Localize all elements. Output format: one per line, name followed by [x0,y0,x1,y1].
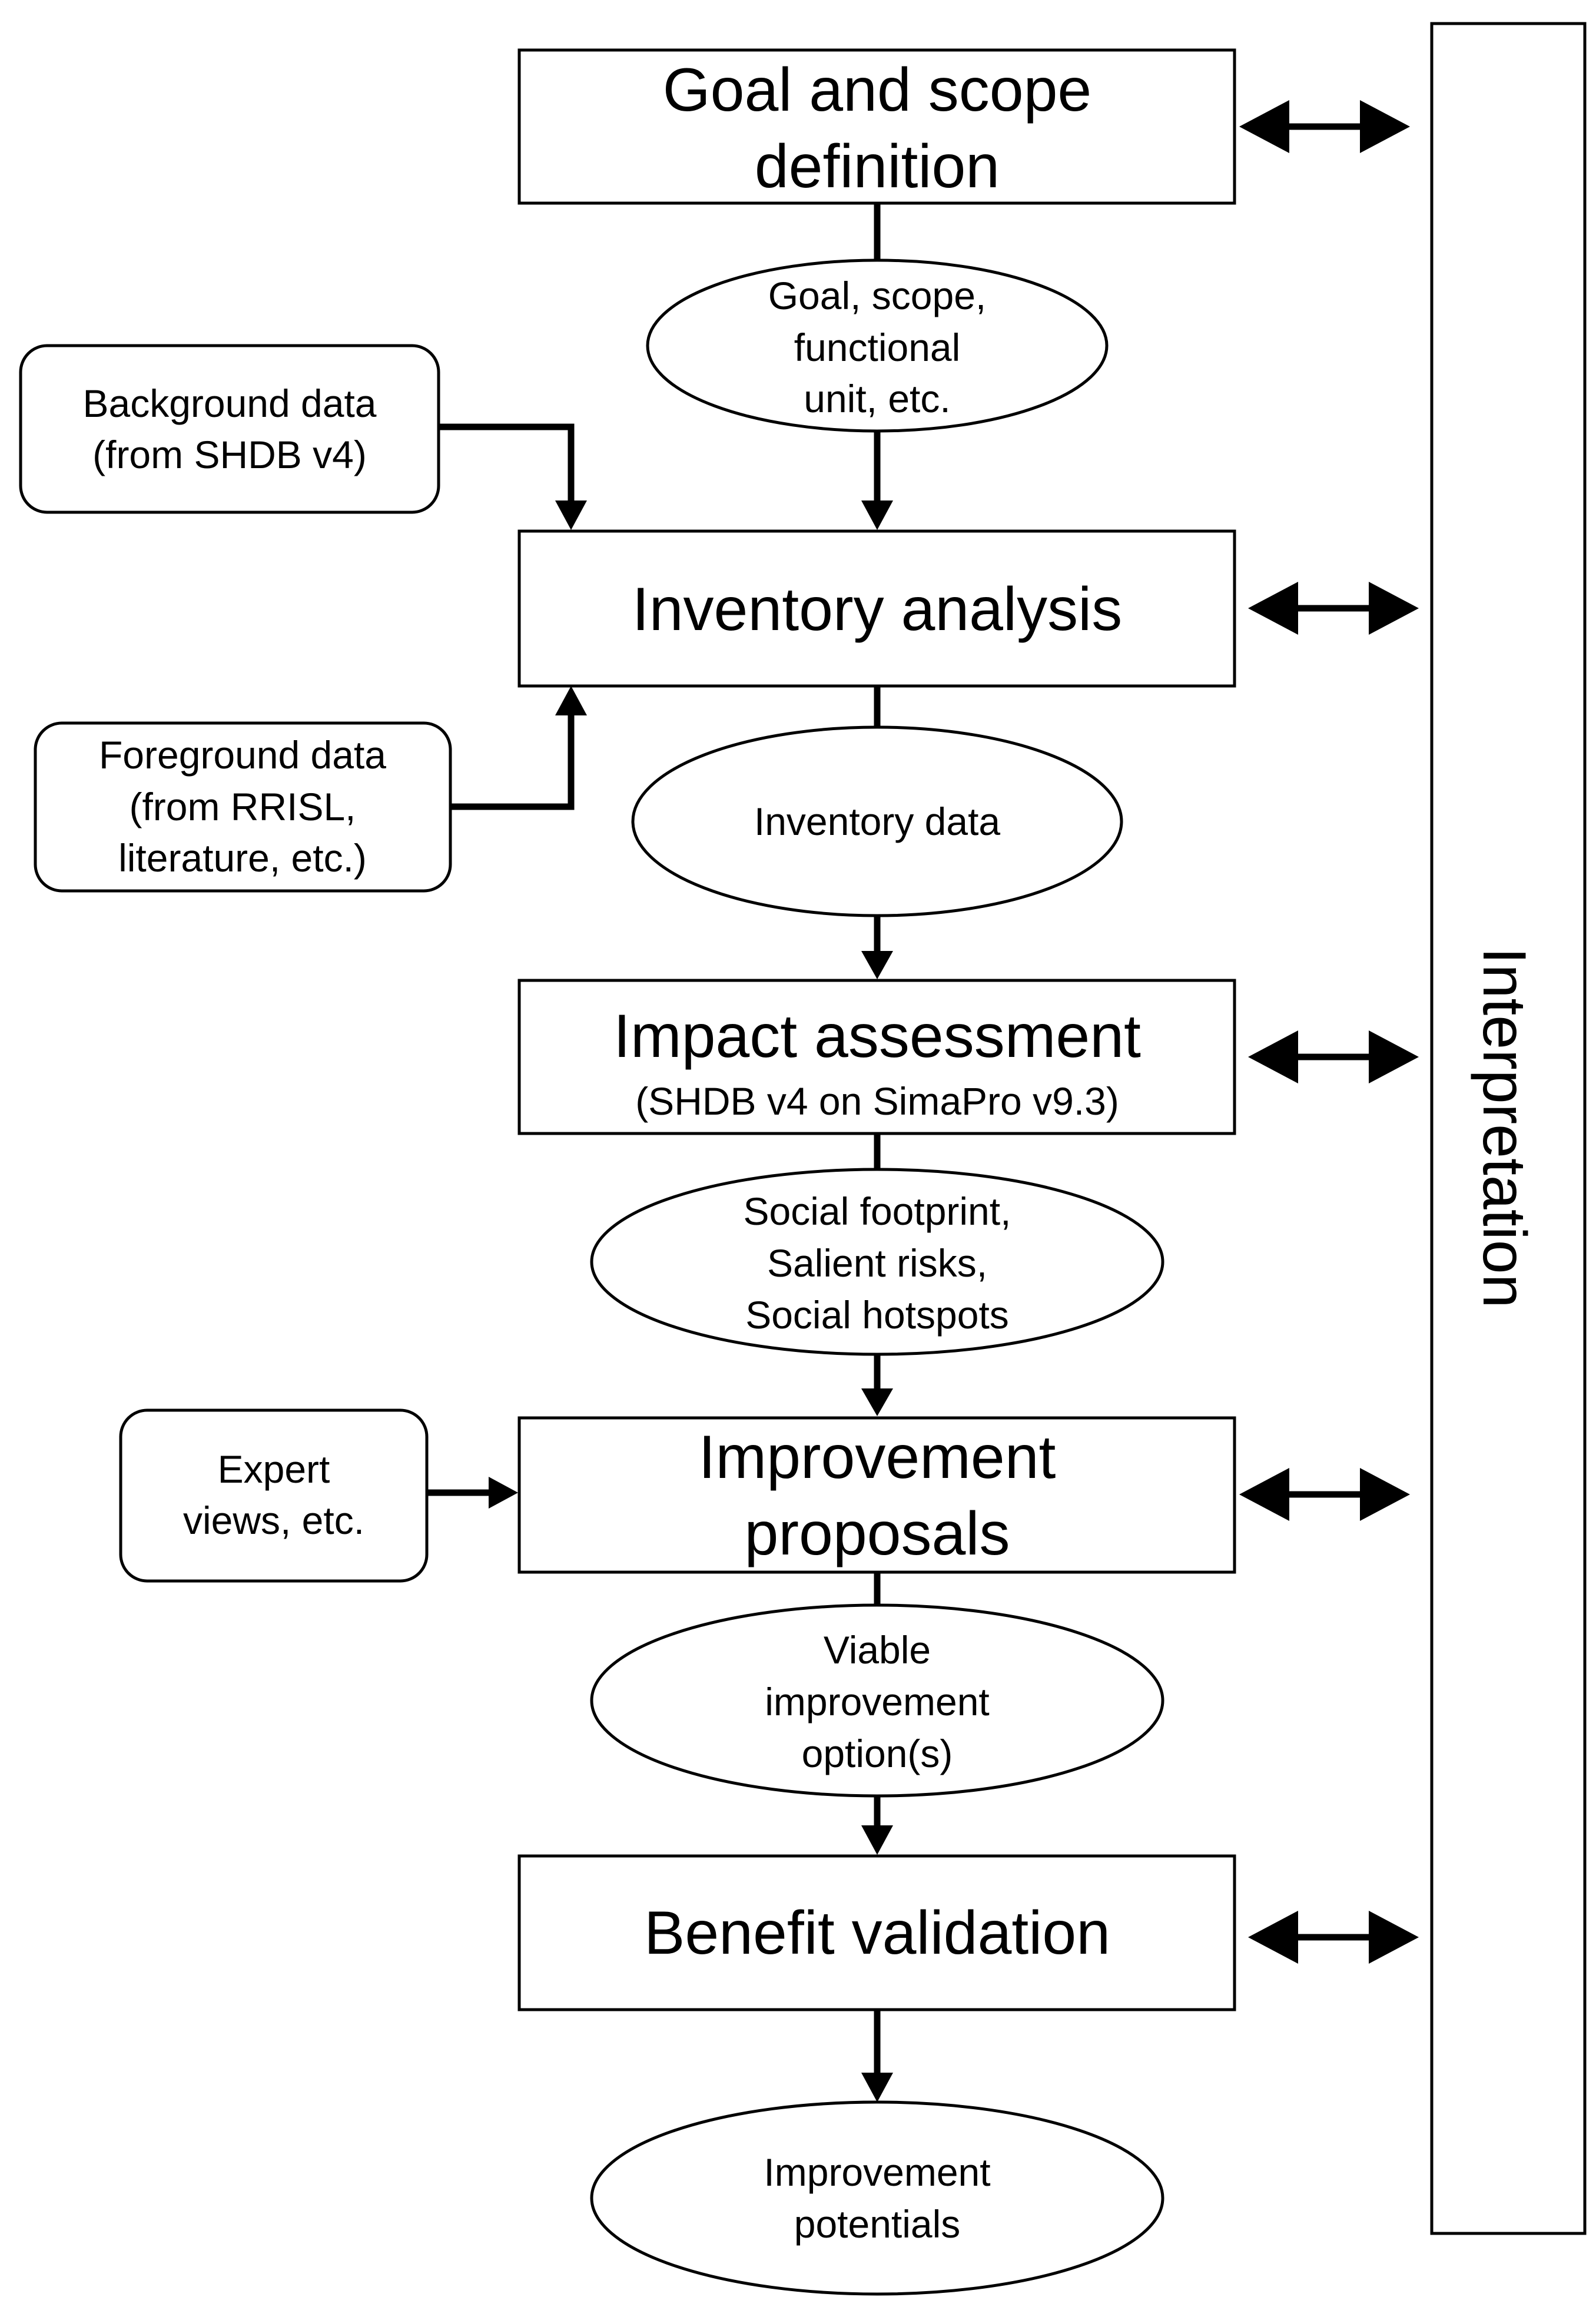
arrowhead-background [555,500,587,530]
inventory-analysis-title: Inventory analysis [632,575,1122,644]
benefit-output-oval: Improvement potentials [590,2100,1164,2296]
benefit-validation-box: Benefit validation [517,1854,1236,2011]
arrowhead-to-impact [861,951,893,979]
background-data-line-1: Background data [82,382,376,425]
connector-background-to-inventory [439,423,575,506]
arrowhead-to-benefit [861,1825,893,1855]
goal-output-line-2: functional [794,326,961,369]
goal-output-oval: Goal, scope, functional unit, etc. [646,258,1109,433]
double-arrow-inventory [1248,582,1419,635]
background-data-box: Background data (from SHDB v4) [19,344,440,514]
improvement-proposals-line-2: proposals [745,1500,1010,1568]
arrowhead-to-potentials [861,2073,893,2102]
foreground-data-line-3: literature, etc.) [118,836,367,880]
impact-assessment-title: Impact assessment [613,1002,1141,1070]
interpretation-label: Interpretation [1470,947,1538,1308]
benefit-output-line-1: Improvement [764,2150,990,2194]
arrowhead-foreground [555,686,587,715]
impact-output-line-2: Salient risks, [767,1241,987,1285]
foreground-data-box: Foreground data (from RRISL, literature,… [34,721,452,893]
improvement-proposals-box: Improvement proposals [517,1416,1236,1574]
goal-scope-line-1: Goal and scope [663,56,1092,124]
impact-output-line-1: Social footprint, [744,1189,1011,1233]
inventory-output-oval: Inventory data [631,725,1123,917]
foreground-data-line-2: (from RRISL, [129,785,356,828]
arrowhead-to-improvement [861,1388,893,1416]
impact-assessment-box: Impact assessment (SHDB v4 on SimaPro v9… [517,979,1236,1135]
expert-views-box: Expert views, etc. [119,1408,429,1583]
improvement-output-oval: Viable improvement option(s) [590,1603,1164,1798]
improvement-output-line-3: option(s) [802,1732,953,1775]
double-arrow-goal [1239,100,1410,153]
connector-foreground-to-inventory [450,710,575,810]
goal-scope-box: Goal and scope definition [517,48,1236,205]
benefit-validation-title: Benefit validation [644,1899,1110,1967]
improvement-output-line-2: improvement [765,1680,989,1723]
expert-views-line-1: Expert [218,1447,330,1491]
inventory-analysis-box: Inventory analysis [517,529,1236,688]
arrowhead-expert [489,1477,518,1509]
arrowhead-to-inventory [861,500,893,530]
double-arrow-impact [1248,1030,1419,1083]
interpretation-box: Interpretation [1430,22,1587,2235]
improvement-proposals-line-1: Improvement [699,1423,1056,1491]
improvement-output-line-1: Viable [824,1628,931,1672]
goal-output-line-3: unit, etc. [804,377,950,420]
benefit-output-line-2: potentials [794,2202,961,2246]
impact-output-oval: Social footprint, Salient risks, Social … [590,1168,1164,1356]
impact-output-line-3: Social hotspots [745,1293,1009,1337]
double-arrow-improvement [1239,1468,1410,1521]
inventory-output-text: Inventory data [754,800,1001,843]
connectors [427,203,893,2102]
expert-views-line-2: views, etc. [183,1499,364,1542]
double-arrows [1239,100,1419,1964]
impact-assessment-subtitle: (SHDB v4 on SimaPro v9.3) [635,1079,1119,1123]
foreground-data-line-1: Foreground data [99,733,386,777]
background-data-line-2: (from SHDB v4) [92,433,367,476]
goal-scope-line-2: definition [755,132,1000,201]
goal-output-line-1: Goal, scope, [768,274,987,317]
double-arrow-benefit [1248,1911,1419,1964]
